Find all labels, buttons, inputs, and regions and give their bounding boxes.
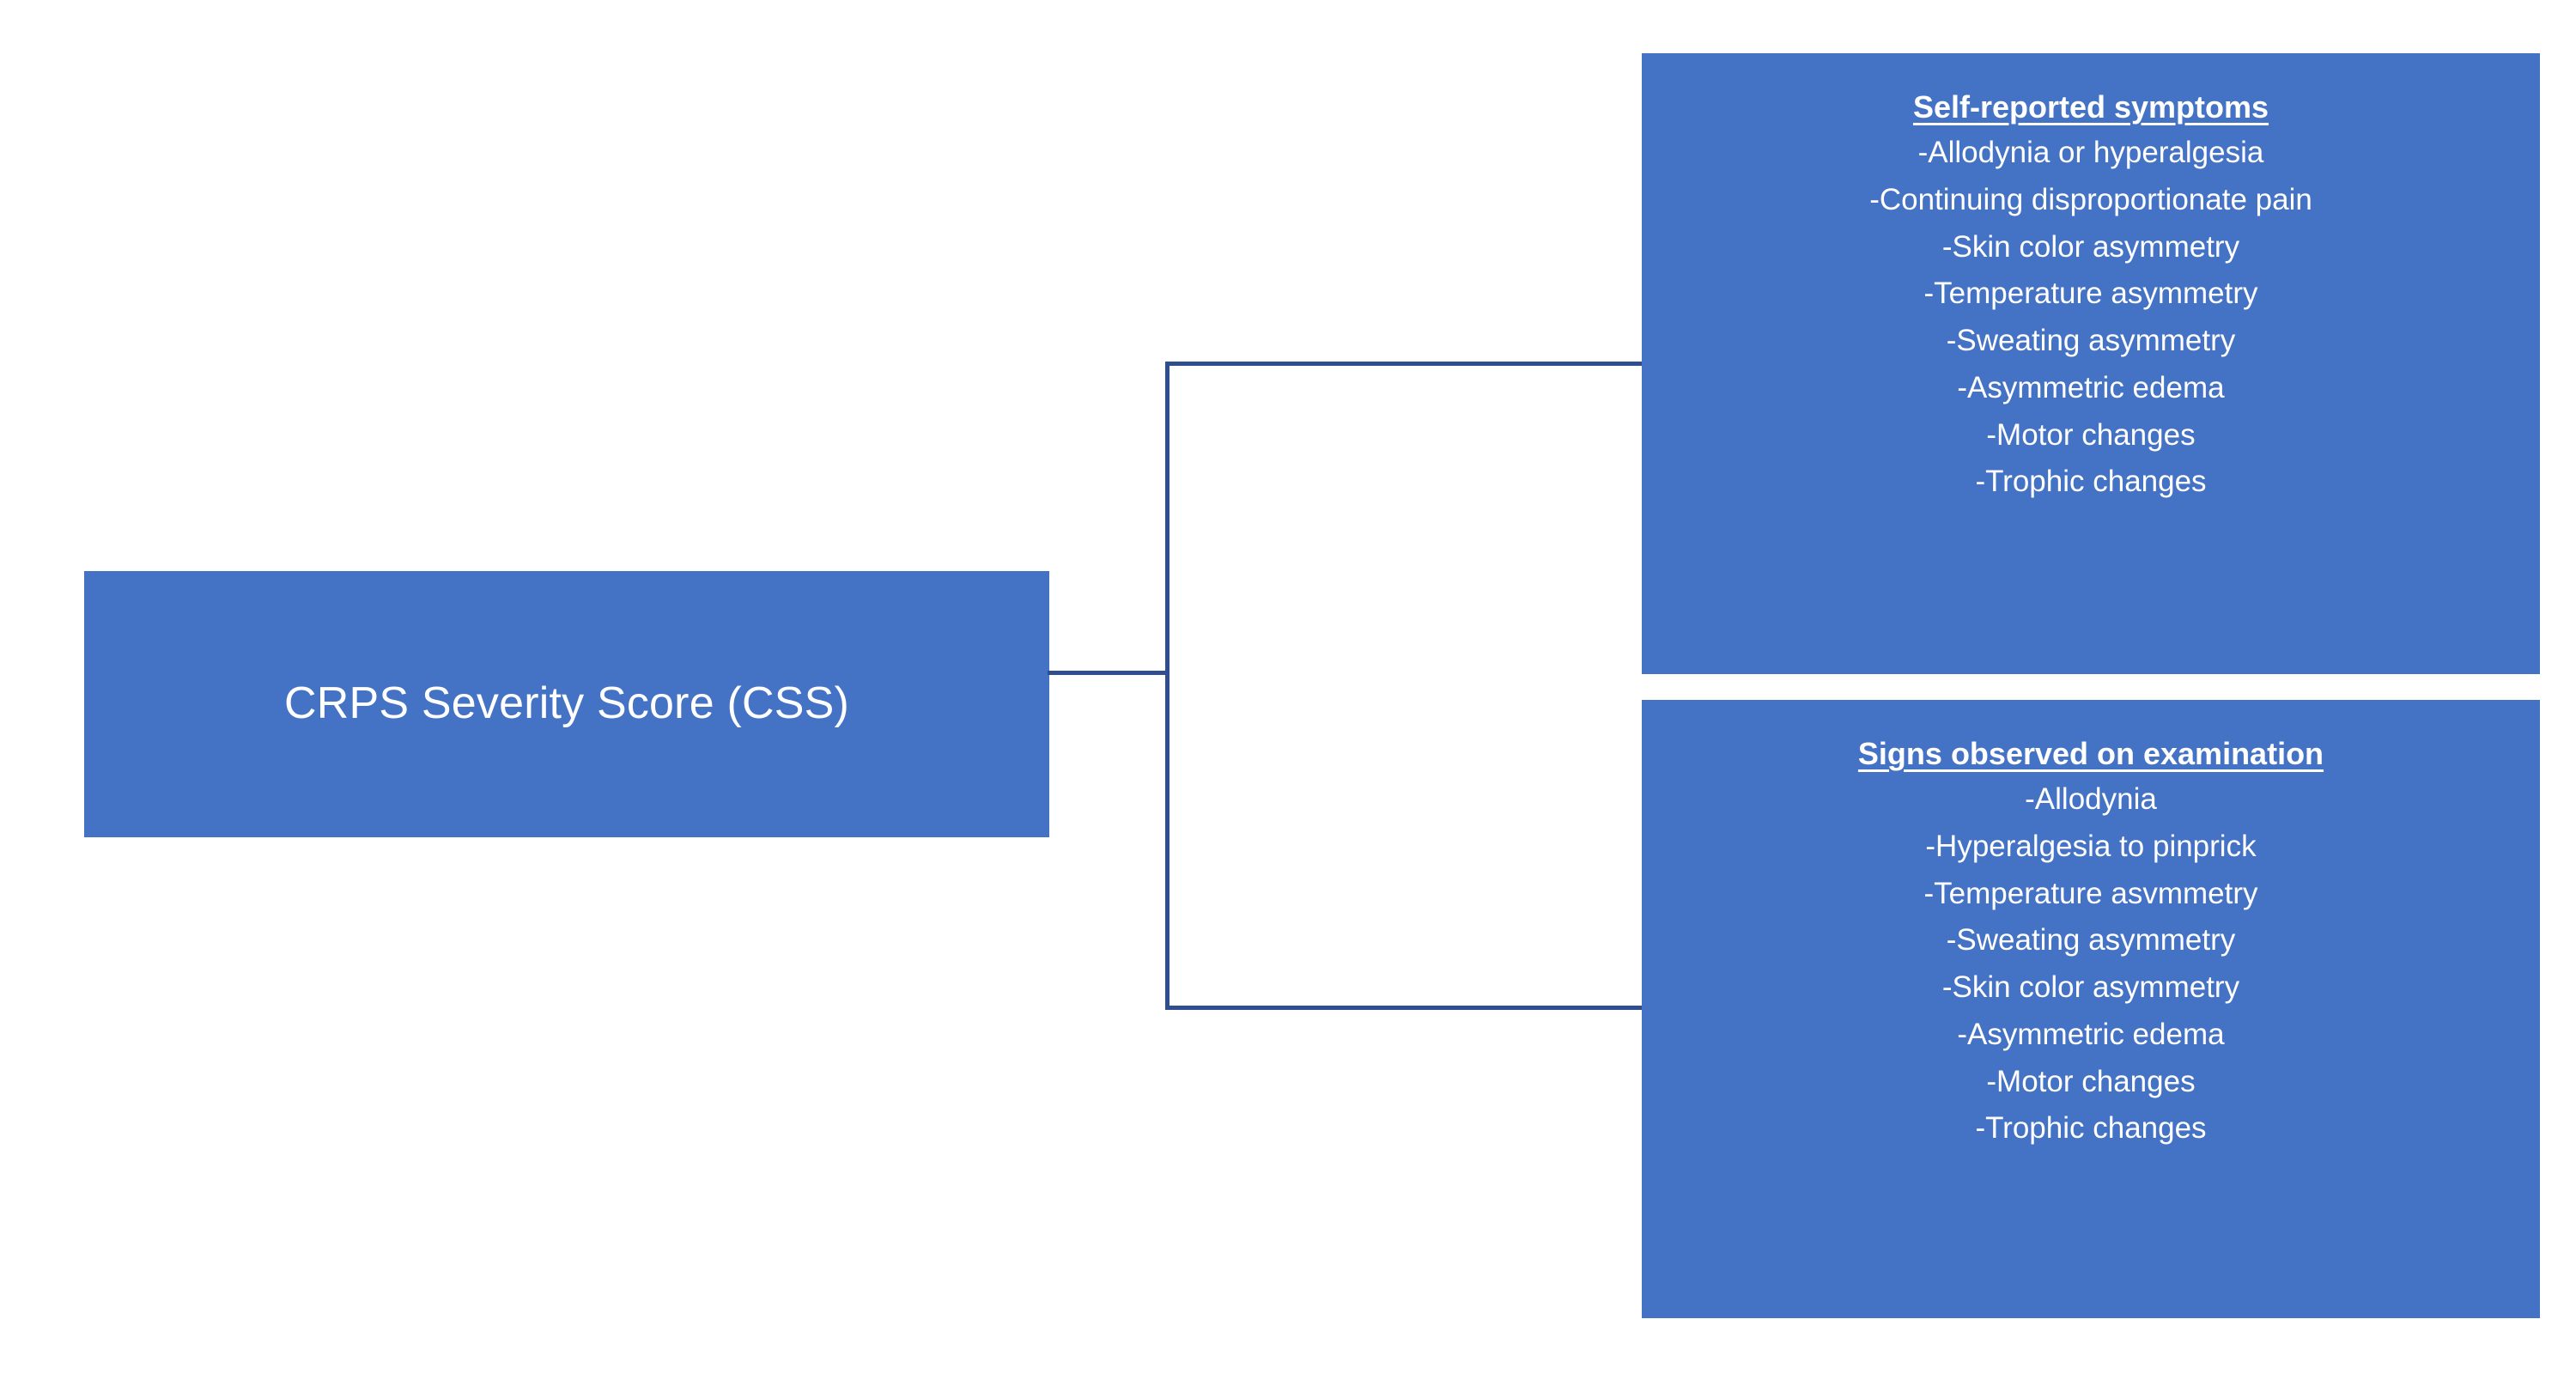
list-item: -Temperature asymmetry bbox=[1923, 277, 2258, 311]
list-item: -Allodynia or hyperalgesia bbox=[1917, 136, 2264, 169]
root-node-crps-severity-score[interactable]: CRPS Severity Score (CSS) bbox=[84, 571, 1049, 837]
branch-heading-self-reported-symptoms: Self-reported symptoms bbox=[1912, 89, 2269, 125]
list-item: -Motor changes bbox=[1986, 417, 2196, 452]
list-item: -Asymmetric edema bbox=[1957, 370, 2225, 404]
branch-node-signs-observed-on-examination[interactable]: Signs observed on examination -Allodynia… bbox=[1642, 700, 2540, 1318]
list-item: -Temperature asvmmetry bbox=[1923, 876, 2258, 910]
list-item: -Allodynia bbox=[2025, 782, 2157, 816]
list-item: -Asymmetric edema bbox=[1957, 1017, 2225, 1051]
list-item: -Motor changes bbox=[1986, 1064, 2196, 1098]
list-item: -Sweating asymmetry bbox=[1946, 923, 2236, 958]
branch-list-signs-observed-on-examination: -Allodynia -Hyperalgesia to pinprick -Te… bbox=[1668, 776, 2514, 1152]
connector-vertical-spine bbox=[1165, 363, 1170, 1010]
branch-list-self-reported-symptoms: -Allodynia or hyperalgesia -Continuing d… bbox=[1668, 130, 2514, 506]
list-item: -Trophic changes bbox=[1975, 1111, 2207, 1146]
list-item: -Continuing disproportionate pain bbox=[1869, 182, 2312, 216]
connector-stub-root bbox=[1048, 671, 1168, 675]
list-item: -Skin color asymmetry bbox=[1941, 229, 2240, 264]
list-item: -Trophic changes bbox=[1975, 465, 2207, 499]
connector-arm-to-signs bbox=[1165, 1006, 1643, 1010]
list-item: -Hyperalgesia to pinprick bbox=[1925, 829, 2257, 863]
branch-heading-signs-observed-on-examination: Signs observed on examination bbox=[1857, 736, 2324, 771]
root-node-title: CRPS Severity Score (CSS) bbox=[283, 678, 850, 729]
list-item: -Skin color asymmetry bbox=[1941, 970, 2240, 1004]
list-item: -Sweating asymmetry bbox=[1946, 324, 2236, 357]
connector-arm-to-symptoms bbox=[1165, 362, 1643, 366]
branch-node-self-reported-symptoms[interactable]: Self-reported symptoms -Allodynia or hyp… bbox=[1642, 53, 2540, 674]
